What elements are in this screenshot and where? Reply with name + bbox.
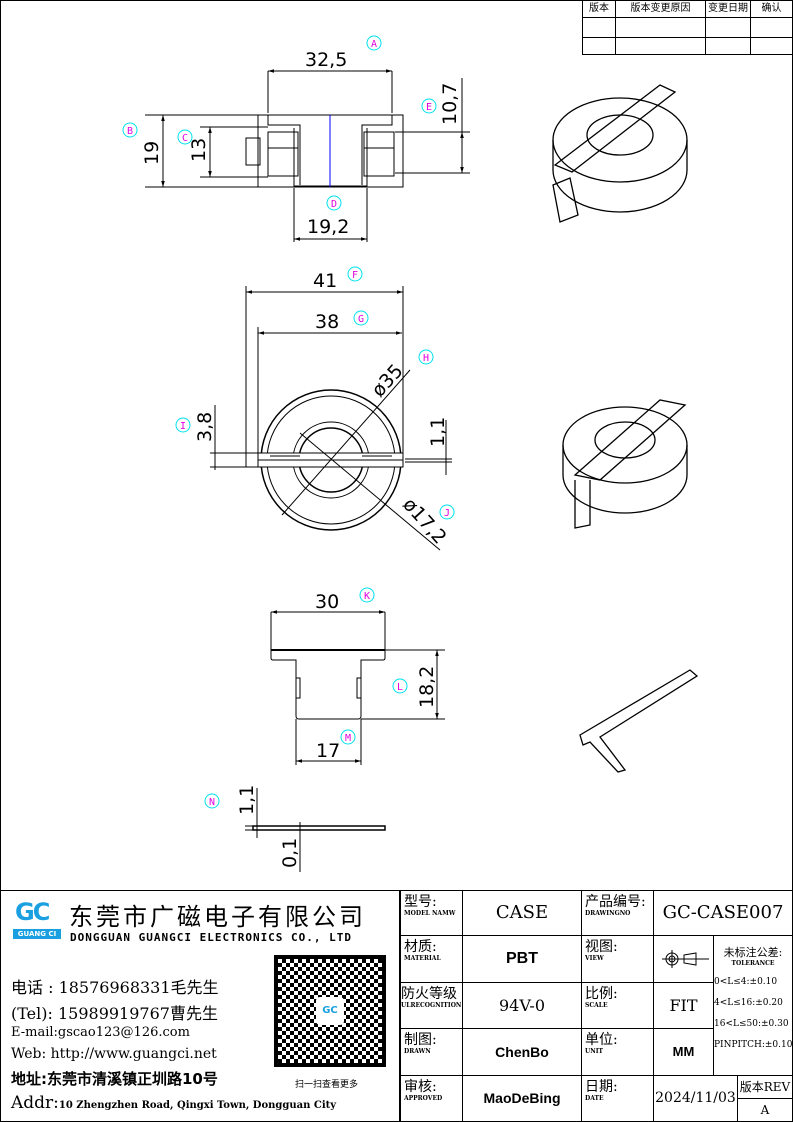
- projection-symbol-icon: [653, 935, 714, 983]
- email: E-mail:gscao123@126.com: [11, 1025, 190, 1040]
- drawing-no-label-en: DRAWINGNO: [585, 910, 631, 917]
- address-en: Addr:10 Zhengzhen Road, Qingxi Town, Don…: [11, 1093, 336, 1113]
- callout-label: D: [331, 199, 337, 210]
- material-label-en: MATERIAL: [404, 955, 441, 962]
- view-label: 视图:: [585, 939, 618, 955]
- callout-label: J: [444, 508, 450, 519]
- dim-text: 1,1: [236, 785, 258, 815]
- model-label-en: MODEL NAMW: [404, 910, 456, 917]
- dim-text: 32,5: [305, 49, 347, 71]
- dim-text: 1,1: [427, 417, 449, 447]
- address-label: Addr:: [11, 1093, 59, 1113]
- fire-rating-label: 防火等级: [401, 986, 457, 1002]
- fire-rating-label-en: ULRECOGNITION: [401, 1002, 462, 1009]
- callout-label: E: [426, 102, 432, 113]
- tolerance-cell: 未标注公差: TOLERANCE 0<L≤4:±0.10 4<L≤16:±0.2…: [713, 935, 793, 1076]
- dim-text: 19: [141, 141, 163, 165]
- tolerance-line: 16<L≤50:±0.30: [714, 1019, 789, 1029]
- unit-label-en: UNIT: [585, 1048, 603, 1055]
- callout-label: C: [182, 133, 188, 144]
- drawn-value: ChenBo: [462, 1028, 582, 1076]
- tolerance-line: 4<L≤16:±0.20: [714, 998, 783, 1008]
- tolerance-line: 0<L≤4:±0.10: [714, 977, 778, 987]
- company-block: GC GUANG CI 东莞市广磁电子有限公司 DONGGUAN GUANGCI…: [0, 890, 400, 1122]
- drawing-no-label: 产品编号:: [585, 894, 646, 910]
- callout-label: M: [345, 733, 351, 744]
- dim-text: 3,8: [194, 412, 216, 442]
- dim-text: 41: [313, 270, 337, 292]
- date-label: 日期:: [585, 1079, 618, 1095]
- drawing-no-value: GC-CASE007: [653, 890, 793, 936]
- model-value: CASE: [462, 890, 582, 936]
- iso-clip: [579, 669, 699, 773]
- section-view: [145, 69, 470, 242]
- callout-label: L: [397, 682, 403, 693]
- callout-label: G: [358, 314, 364, 325]
- dim-text: 10,7: [439, 83, 461, 125]
- qr-caption: 扫一扫查看更多: [295, 1080, 359, 1090]
- model-label: 型号:: [404, 894, 437, 910]
- callout-label: F: [352, 270, 358, 281]
- address-value: 10 Zhengzhen Road, Qingxi Town, Dongguan…: [58, 1100, 337, 1111]
- unit-label: 单位:: [585, 1032, 618, 1048]
- qr-code: GC: [274, 955, 386, 1067]
- dim-text: 30: [315, 591, 339, 613]
- clip-view: [270, 610, 445, 765]
- callout-label: N: [209, 797, 215, 808]
- callout-label: A: [371, 39, 377, 50]
- date-label-en: DATE: [585, 1095, 604, 1102]
- clip-side-view: [245, 788, 386, 872]
- dim-text: 13: [188, 138, 210, 162]
- dim-text: 19,2: [307, 216, 349, 238]
- dim-text: 0,1: [279, 838, 301, 868]
- fire-rating-value: 94V-0: [462, 982, 582, 1029]
- drawn-label-en: DRAWN: [404, 1048, 431, 1055]
- company-logo: GC GUANG CI: [13, 898, 61, 940]
- website: Web: http://www.guangci.net: [11, 1046, 217, 1062]
- tolerance-line: PINPITCH:±0.10: [714, 1040, 793, 1050]
- phone-2: (Tel): 15989919767曹先生: [11, 1004, 218, 1023]
- tolerance-label-en: TOLERANCE: [731, 960, 775, 967]
- rev-label: 版本REV: [737, 1075, 793, 1099]
- company-name-cn: 东莞市广磁电子有限公司: [69, 903, 366, 931]
- scale-value: FIT: [653, 982, 714, 1029]
- company-name-en: DONGGUAN GUANGCI ELECTRONICS CO., LTD: [70, 931, 353, 944]
- view-label-en: VIEW: [585, 955, 604, 962]
- address-cn: 地址:东莞市清溪镇正圳路10号: [11, 1070, 218, 1088]
- approved-value: MaoDeBing: [462, 1075, 582, 1122]
- tolerance-label: 未标注公差:: [723, 946, 783, 959]
- iso-view-1: [552, 84, 688, 223]
- front-view: [210, 286, 452, 551]
- material-value: PBT: [462, 935, 582, 983]
- dim-text: 18,2: [416, 666, 438, 708]
- callout-label: K: [364, 591, 370, 602]
- drawn-label: 制图:: [404, 1032, 437, 1048]
- approved-label: 审核:: [404, 1079, 437, 1095]
- scale-label-en: SCALE: [585, 1002, 608, 1009]
- rev-value: A: [737, 1098, 793, 1122]
- iso-view-2: [562, 399, 688, 529]
- dim-text: ø17,2: [398, 494, 450, 549]
- dim-text: ø35: [367, 360, 407, 401]
- technical-drawing: 32,5 19 13 10,7 19,2 41 38 ø35 ø17,2 3,8…: [122, 35, 699, 872]
- unit-value: MM: [653, 1028, 714, 1076]
- callout-label: H: [423, 353, 429, 364]
- phone-1: 电话 : 18576968331毛先生: [11, 978, 219, 997]
- approved-label-en: APPROVED: [404, 1095, 443, 1102]
- date-value: 2024/11/03: [653, 1075, 738, 1122]
- material-label: 材质:: [404, 939, 437, 955]
- callouts: A B C D E F G H I J K L M N: [122, 35, 455, 809]
- dim-text: 17: [316, 740, 340, 762]
- scale-label: 比例:: [585, 986, 618, 1002]
- callout-label: B: [127, 126, 133, 137]
- dim-text: 38: [315, 311, 339, 333]
- callout-label: I: [180, 421, 186, 432]
